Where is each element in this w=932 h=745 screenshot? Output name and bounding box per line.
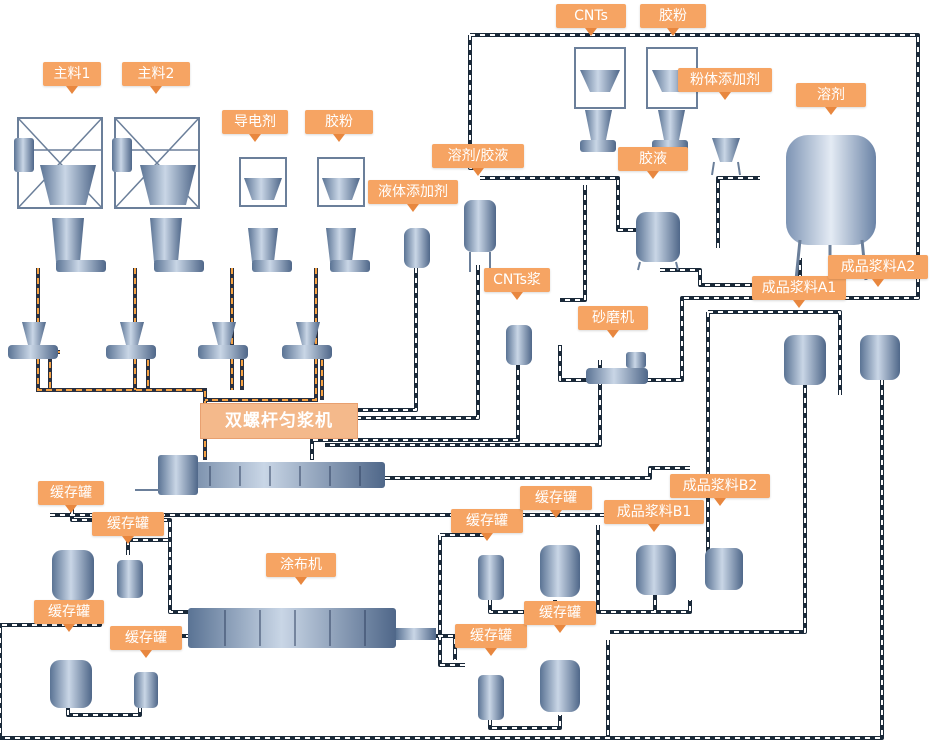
label-sand-mill: 砂磨机 (578, 306, 648, 338)
label-buffer-4: 缓存罐 (110, 626, 182, 658)
label-glue-powder-top: 胶粉 (640, 4, 706, 36)
glue-powder-feeder-left (317, 157, 370, 272)
conductive-feeder (239, 157, 292, 272)
glue-powder-feeder-top (646, 47, 698, 152)
label-twin-screw: 双螺杆匀浆机 (200, 403, 358, 439)
cnts-slurry-tank (506, 325, 532, 365)
product-tank-a1 (784, 335, 826, 385)
label-product-b2: 成品浆料B2 (670, 474, 770, 506)
sand-mill (586, 352, 648, 384)
label-powder-additive: 粉体添加剂 (678, 68, 772, 100)
glue-liquid-reactor (636, 212, 680, 271)
label-liquid-additive: 液体添加剂 (368, 180, 458, 212)
label-solvent: 溶剂 (796, 83, 866, 115)
label-glue-liquid: 胶液 (618, 147, 688, 179)
label-glue-powder-left: 胶粉 (305, 110, 373, 142)
label-main-1: 主料1 (43, 62, 101, 94)
label-product-a2: 成品浆料A2 (828, 255, 928, 287)
label-product-a1: 成品浆料A1 (752, 276, 846, 308)
label-buffer-2: 缓存罐 (92, 512, 164, 544)
liquid-additive-tank (404, 228, 430, 268)
label-solvent-glue: 溶剂/胶液 (432, 144, 524, 176)
twin-screw-mixer (135, 455, 385, 495)
label-cnts-top: CNTs (556, 4, 626, 36)
product-tank-a2 (860, 335, 900, 380)
label-main-2: 主料2 (122, 62, 190, 94)
coater (188, 608, 436, 648)
label-buffer-1: 缓存罐 (38, 481, 104, 513)
main-silo-1 (14, 117, 106, 272)
dosing-feeders (8, 322, 332, 359)
label-buffer-7: 缓存罐 (455, 624, 527, 656)
label-cnts-slurry: CNTs浆 (484, 268, 550, 300)
main-silo-2 (112, 117, 204, 272)
label-conductive: 导电剂 (222, 110, 288, 142)
label-buffer-5: 缓存罐 (451, 509, 523, 541)
label-coater: 涂布机 (266, 553, 336, 585)
cnts-feeder (574, 47, 626, 152)
solvent-glue-tank (464, 200, 496, 272)
label-buffer-6: 缓存罐 (520, 486, 592, 518)
label-product-b1: 成品浆料B1 (604, 500, 704, 532)
label-buffer-3: 缓存罐 (34, 600, 104, 632)
label-buffer-8: 缓存罐 (524, 601, 596, 633)
powder-additive-feeder (711, 138, 741, 176)
buffer-tanks (50, 545, 743, 720)
